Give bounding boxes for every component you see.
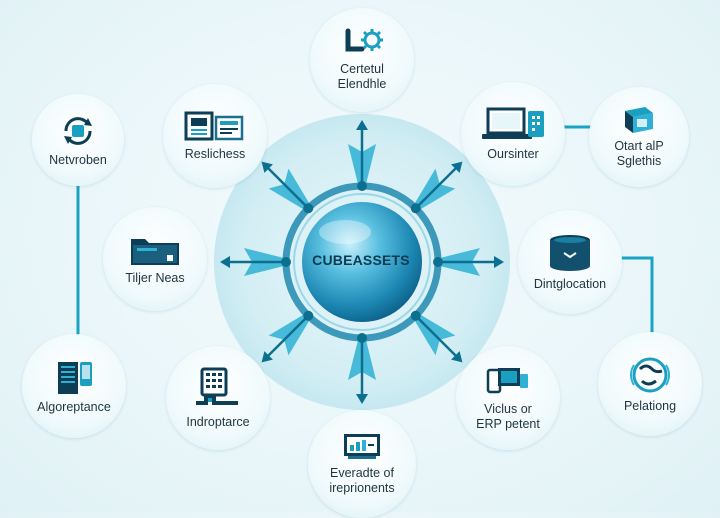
server-icon	[58, 361, 92, 394]
folder-icon	[131, 238, 179, 265]
node-far-left-top[interactable]: Netvroben	[32, 94, 124, 186]
arrow-lower-right	[410, 310, 463, 363]
node-mid-right-label: Dintglocation	[533, 276, 607, 291]
node-lower-left-label: Indroptarce	[186, 414, 250, 429]
hub-ring-inner	[293, 193, 431, 331]
devices-icon	[486, 368, 528, 394]
arrow-down	[348, 333, 376, 404]
arrow-upper-right	[410, 161, 463, 214]
node-mid-right[interactable]: Dintglocation	[518, 210, 622, 314]
node-upper-right-inner-label: Oursinter	[487, 146, 539, 161]
node-top[interactable]: Certetul Elendhle	[310, 8, 414, 112]
node-far-right-bottom-label: Pelationg	[623, 398, 677, 413]
node-upper-left-inner[interactable]: Reslichess	[163, 84, 267, 188]
arrow-left	[220, 248, 291, 276]
node-bottom-label: Everadte of ireprionents	[329, 466, 395, 495]
radial-arrows	[220, 120, 504, 404]
arrow-lower-left	[261, 310, 314, 363]
arrow-right	[433, 248, 504, 276]
node-far-left-bottom-label: Algoreptance	[37, 399, 111, 414]
connector-right-bottom	[620, 256, 654, 340]
node-mid-left[interactable]: Tiljer Neas	[103, 207, 207, 311]
node-far-left-top-label: Netvroben	[49, 152, 107, 167]
refresh-badge-icon	[64, 116, 92, 145]
calculator-icon	[196, 367, 238, 405]
node-top-label: Certetul Elendhle	[337, 62, 387, 91]
arrow-upper-left	[261, 161, 314, 214]
node-mid-left-label: Tiljer Neas	[125, 270, 185, 285]
hub-label: CUBEASSETS	[312, 252, 410, 268]
node-upper-left-inner-label: Reslichess	[184, 146, 246, 161]
hub-sphere	[302, 202, 422, 322]
node-bottom[interactable]: Everadte of ireprionents	[308, 410, 416, 518]
device-3d-icon	[625, 107, 653, 133]
node-far-right-top-label: Otart alP Sglethis	[614, 139, 664, 168]
node-lower-right[interactable]: Viclus or ERP petent	[456, 346, 560, 450]
node-far-right-top[interactable]: Otart alP Sglethis	[589, 87, 689, 187]
node-far-right-bottom[interactable]: Pelationg	[598, 332, 702, 436]
arrow-up	[348, 120, 376, 191]
node-far-left-bottom[interactable]: Algoreptance	[22, 334, 126, 438]
lock-gear-icon	[345, 28, 383, 52]
dashboard-icon	[344, 434, 380, 459]
database-icon	[550, 234, 590, 271]
node-lower-right-label: Viclus or ERP petent	[476, 402, 540, 431]
node-upper-right-inner[interactable]: Oursinter	[461, 82, 565, 186]
node-lower-left[interactable]: Indroptarce	[166, 346, 270, 450]
hub-sphere-highlight	[319, 220, 371, 244]
laptop-icon	[482, 107, 544, 139]
globe-icon	[629, 357, 671, 392]
monitor-panels-icon	[184, 111, 244, 140]
